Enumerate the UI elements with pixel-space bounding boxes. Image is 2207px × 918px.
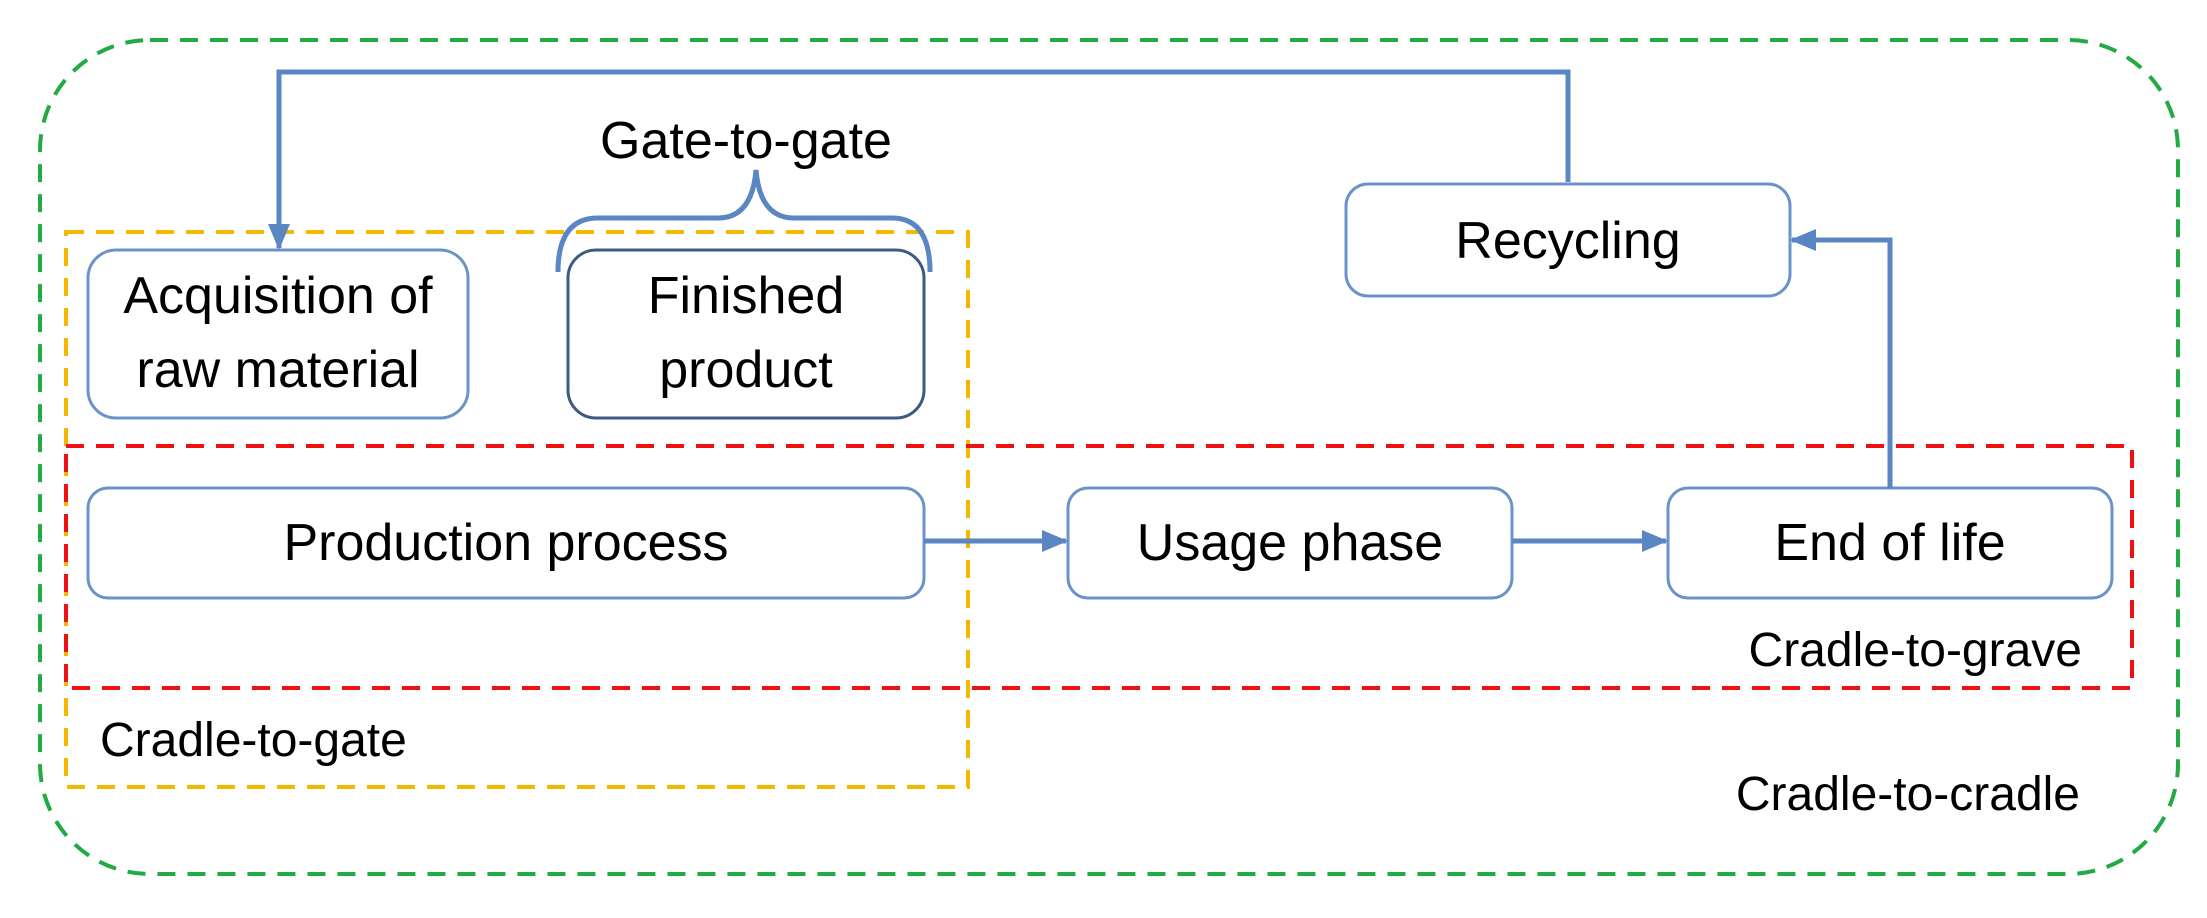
finished-product-label-line2: product [659,341,833,399]
acquisition-label-line1: Acquisition of [123,267,433,325]
cradle-to-grave-label: Cradle-to-grave [1749,624,2082,677]
cradle-to-gate-label: Cradle-to-gate [100,714,407,767]
acquisition-label-line2: raw material [136,341,419,399]
finished-product-label-line1: Finished [648,267,845,325]
end-of-life-to-recycling-arrow [1790,229,1893,488]
end-of-life-label: End of life [1774,514,2005,572]
gate-to-gate-label: Gate-to-gate [600,112,892,170]
acquisition-box [86,248,470,420]
finished-product-box [566,248,926,420]
cradle-to-cradle-label: Cradle-to-cradle [1736,768,2080,821]
recycling-label: Recycling [1455,212,1680,270]
cradle-to-gate-boundary [64,230,970,789]
gate-to-gate-brace [555,169,933,273]
recycling-return-arrow [268,69,1571,250]
cradle-to-grave-boundary [64,444,2134,690]
usage-label: Usage phase [1137,514,1443,572]
production-label: Production process [283,514,728,572]
